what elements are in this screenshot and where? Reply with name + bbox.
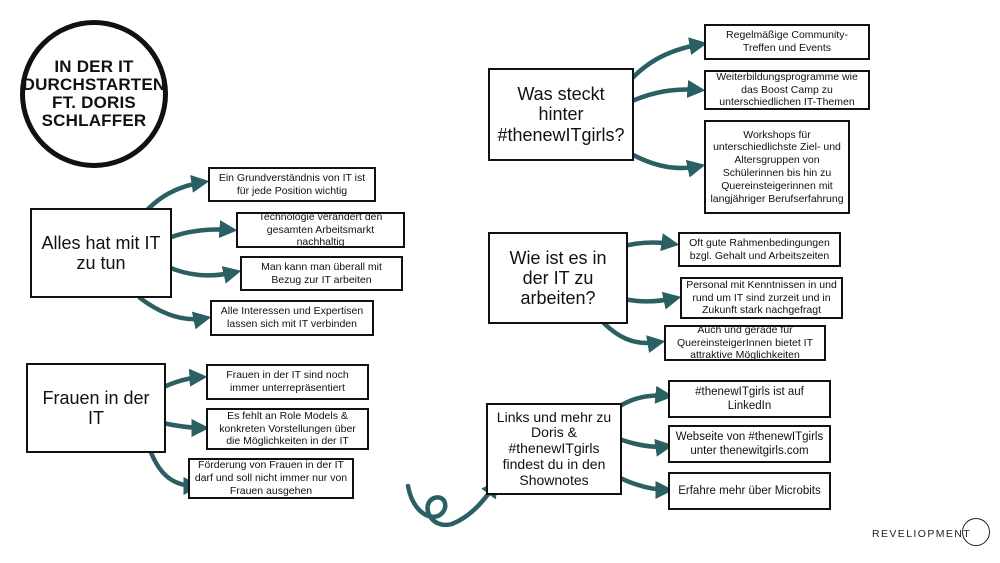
frauen-item-text: Es fehlt an Role Models & konkreten Vors… [219,409,356,448]
links-item-3[interactable]: Erfahre mehr über Microbits [668,472,831,510]
was-item-text: Regelmäßige Community-Treffen und Events [726,29,848,54]
was-item-3: Workshops für unterschiedlichste Ziel- u… [704,120,850,214]
arrow-swirl [405,479,500,528]
alles-item-1: Ein Grundverständnis von IT ist für jede… [208,167,376,202]
page-title: IN DER IT DURCHSTARTEN FT. DORIS SCHLAFF… [23,58,166,129]
arrow-was-2 [627,80,706,105]
title-circle: IN DER IT DURCHSTARTEN FT. DORIS SCHLAFF… [20,20,168,168]
alles-item-text: Man kann man überall mit Bezug zur IT ar… [261,260,382,286]
alles-item-text: Alle Interessen und Expertisen lassen si… [220,305,364,330]
arrow-links-3 [613,473,674,499]
wie-item-1: Oft gute Rahmenbedingungen bzgl. Gehalt … [678,232,841,267]
alles-item-4: Alle Interessen und Expertisen lassen si… [210,300,374,336]
section-was-box: Was steckt hinter #thenewITgirls? [488,68,634,161]
wie-item-3: Auch und gerade für QuereinsteigerInnen … [664,323,826,362]
was-item-2: Weiterbildungsprogramme wie das Boost Ca… [704,70,870,110]
links-item-2[interactable]: Webseite von #thenewITgirls unter thenew… [668,425,831,463]
section-wie-box: Wie ist es in der IT zu arbeiten? [488,232,628,324]
section-frauen-label: Frauen in der IT [42,387,150,428]
was-item-1: Regelmäßige Community-Treffen und Events [704,24,870,60]
links-item-text: Webseite von #thenewITgirls unter thenew… [675,430,824,457]
section-alles-label: Alles hat mit IT zu tun [41,232,161,273]
frauen-item-3: Förderung von Frauen in der IT darf und … [188,458,354,499]
title-line: SCHLAFFER [41,110,147,130]
arrow-was-1 [619,37,708,93]
section-was-label: Was steckt hinter #thenewITgirls? [497,84,625,145]
was-item-text: Workshops für unterschiedlichste Ziel- u… [710,128,844,205]
wie-item-text: Oft gute Rahmenbedingungen bzgl. Gehalt … [689,236,830,262]
wie-item-text: Personal mit Kenntnissen in und rund um … [686,278,837,317]
alles-item-3: Man kann man überall mit Bezug zur IT ar… [240,256,403,291]
frauen-item-1: Frauen in der IT sind noch immer unterre… [206,364,369,400]
frauen-item-text: Förderung von Frauen in der IT darf und … [194,459,348,497]
section-wie-label: Wie ist es in der IT zu arbeiten? [509,247,607,309]
brand-logo-text: REVELIOPMENT [872,528,972,540]
arrow-links-2 [619,437,674,457]
alles-item-text: Technologie verändert den gesamten Arbei… [258,210,383,249]
brand-logo: REVELIOPMENT [872,516,990,550]
was-item-text: Weiterbildungsprogramme wie das Boost Ca… [716,70,858,109]
arrow-was-3 [621,147,706,178]
logo-ring-icon [962,518,990,546]
frauen-item-text: Frauen in der IT sind noch immer unterre… [226,369,349,394]
links-item-1[interactable]: #thenewITgirls ist auf LinkedIn [668,380,831,418]
section-frauen-box: Frauen in der IT [26,363,166,453]
section-links-label: Links und mehr zu Doris & #thenewITgirls… [496,408,612,488]
arrow-alles-3 [163,263,242,284]
links-item-text: Erfahre mehr über Microbits [678,484,821,497]
alles-item-text: Ein Grundverständnis von IT ist für jede… [218,171,366,197]
section-alles-box: Alles hat mit IT zu tun [30,208,172,298]
alles-item-2: Technologie verändert den gesamten Arbei… [236,210,405,249]
links-item-text: #thenewITgirls ist auf LinkedIn [695,385,804,412]
wie-item-text: Auch und gerade für QuereinsteigerInnen … [677,323,813,362]
arrow-alles-2 [161,220,238,243]
arrow-alles-4 [137,295,212,330]
title-line: IN DER IT [54,57,134,77]
title-line: DURCHSTARTEN [22,75,166,95]
frauen-item-2: Es fehlt an Role Models & konkreten Vors… [206,408,369,450]
section-links-box: Links und mehr zu Doris & #thenewITgirls… [486,403,622,495]
wie-item-2: Personal mit Kenntnissen in und rund um … [680,277,843,319]
arrow-links-1 [611,385,674,413]
title-line: FT. DORIS [52,93,136,112]
